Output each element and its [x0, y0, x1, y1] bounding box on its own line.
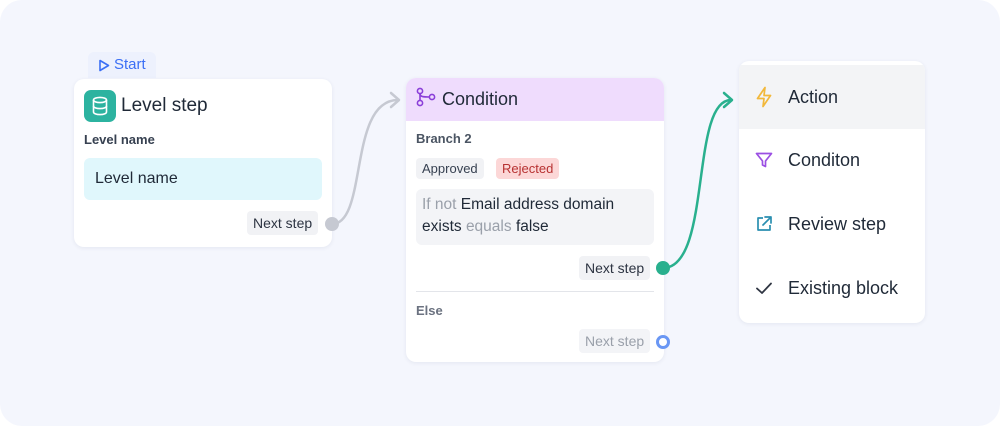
filter-icon: [754, 150, 774, 170]
condition-header: Condition: [406, 78, 664, 121]
else-next-step: Next step: [579, 329, 651, 353]
menu-label-condition: Conditon: [788, 149, 861, 170]
else-label: Else: [416, 303, 443, 318]
tag-rejected[interactable]: Rejected: [496, 158, 560, 179]
condition-card[interactable]: Condition Branch 2 Approved Rejected If …: [406, 78, 664, 362]
menu-item-action[interactable]: Action: [739, 65, 925, 129]
else-output-port[interactable]: [656, 335, 670, 349]
menu-label-existing-block: Existing block: [788, 277, 899, 298]
database-icon: [84, 90, 116, 122]
level-name-label: Level name: [84, 132, 155, 147]
level-next-step: Next step: [247, 211, 319, 235]
condition-rule[interactable]: If not Email address domain exists equal…: [416, 189, 654, 245]
connector-arrow-gray: [389, 91, 401, 109]
connector-arrow-green: [722, 91, 734, 109]
connector-level-to-condition: [331, 98, 399, 226]
condition-next-step: Next step: [579, 256, 651, 280]
rule-value: false: [515, 218, 549, 235]
menu-label-review-step: Review step: [788, 213, 887, 234]
level-step-card[interactable]: Level step Level name Level name Next st…: [74, 79, 332, 247]
condition-output-port[interactable]: [656, 261, 670, 275]
start-label: Start: [114, 56, 146, 73]
branch-label: Branch 2: [416, 131, 472, 146]
menu-item-existing-block[interactable]: Existing block: [739, 256, 925, 320]
level-step-title: Level step: [121, 95, 208, 116]
lightning-icon: [754, 86, 774, 108]
rule-field: Email address domain exists: [422, 196, 615, 235]
condition-title: Condition: [442, 89, 519, 109]
menu-label-action: Action: [788, 86, 839, 107]
branch-icon: [416, 87, 436, 112]
external-link-icon: [754, 214, 774, 234]
connector-condition-to-action: [662, 98, 732, 270]
check-icon: [754, 278, 774, 298]
level-step-header: Level step: [84, 90, 208, 122]
block-menu: Action Conditon Review step Existing blo…: [739, 61, 925, 323]
rule-operator: equals: [465, 218, 512, 235]
level-name-input[interactable]: Level name: [84, 158, 322, 200]
divider: [416, 291, 654, 292]
menu-item-review-step[interactable]: Review step: [739, 192, 925, 256]
start-tag[interactable]: Start: [88, 52, 156, 78]
play-outline-icon: [98, 59, 110, 72]
rule-prefix: If not: [422, 196, 457, 213]
level-output-port[interactable]: [325, 217, 339, 231]
menu-item-condition[interactable]: Conditon: [739, 128, 925, 192]
tag-approved[interactable]: Approved: [416, 158, 484, 179]
